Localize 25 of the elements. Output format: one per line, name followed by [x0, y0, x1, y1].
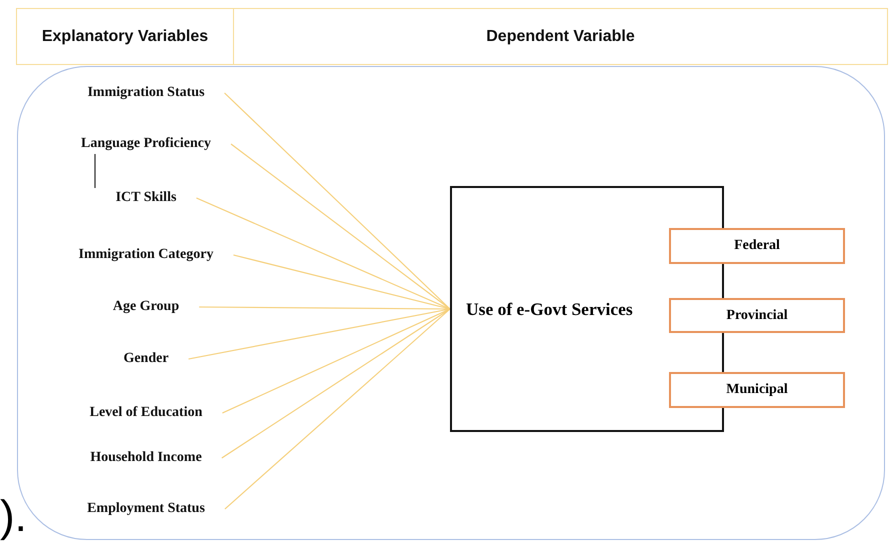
connector-line — [94, 154, 96, 188]
connector-line — [224, 92, 450, 310]
variable-label: Immigration Status — [67, 83, 225, 103]
variable-label: ICT Skills — [96, 188, 196, 208]
connector-line — [188, 308, 450, 360]
level-box: Provincial — [669, 298, 845, 333]
connector-line — [230, 144, 450, 310]
connector-line — [222, 308, 450, 458]
header-cell: Dependent Variable — [233, 8, 888, 65]
level-box: Federal — [669, 228, 845, 264]
level-box: Municipal — [669, 372, 845, 408]
connector-line — [199, 306, 450, 310]
variable-label: Immigration Category — [58, 245, 234, 265]
connector-line — [222, 308, 450, 414]
header-cell: Explanatory Variables — [16, 8, 234, 65]
variable-label: Age Group — [92, 297, 200, 317]
connector-line — [224, 308, 450, 510]
variable-label: Household Income — [70, 448, 222, 468]
connector-line — [196, 198, 450, 310]
variable-label: Gender — [103, 349, 189, 369]
variable-label: Employment Status — [67, 499, 225, 519]
connector-line — [233, 254, 450, 310]
text-fragment: ). — [0, 492, 27, 542]
variable-label: Level of Education — [70, 403, 222, 423]
variable-label: Language Proficiency — [61, 134, 231, 154]
